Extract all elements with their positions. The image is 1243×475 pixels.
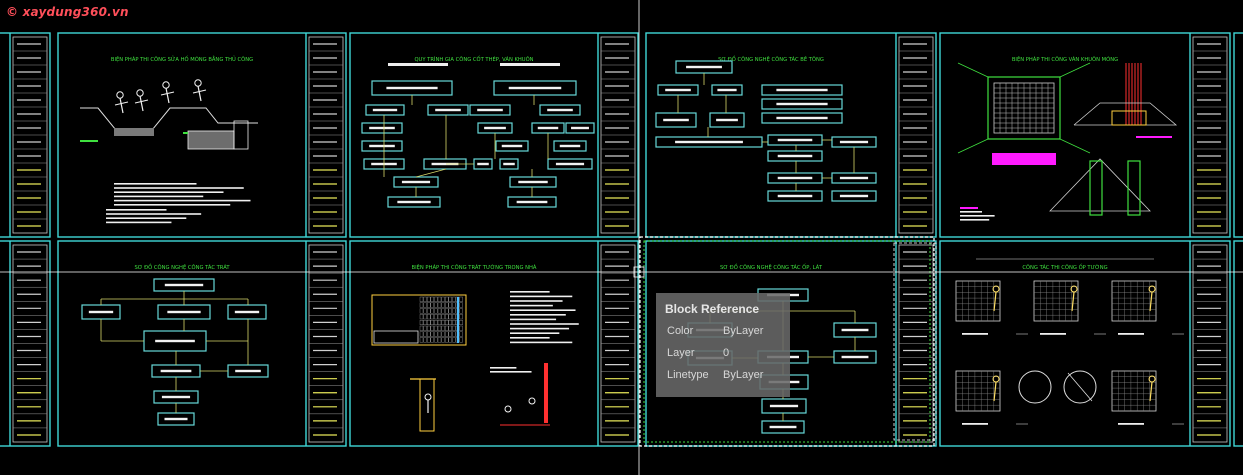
flow-block [767,190,823,202]
sheet-s4[interactable]: BIỆN PHÁP THI CÔNG VÁN KHUÔN MÓNG [939,32,1231,238]
tiling-panel [1033,280,1079,322]
sheet-title: BIỆN PHÁP THI CÔNG TRÁT TƯỜNG TRONG NHÀ [412,263,537,271]
flow-block [509,176,557,188]
flow-block [831,190,877,202]
tooltip-value: ByLayer [723,325,764,337]
sheet-title: QUY TRÌNH GIA CÔNG CỐT THÉP, VÁN KHUÔN [414,55,533,63]
flow-block [427,104,469,116]
detail-circle [1063,370,1097,404]
tiling-panel [1111,280,1157,322]
watermark-logo: © xaydung360.vn [6,5,129,19]
sheet-frame [349,32,639,238]
worker-figure [528,397,536,405]
section-outline [1049,158,1151,212]
tooltip-row-layer: Layer 0 [667,347,729,359]
tiling-panel [1111,370,1157,412]
tiling-panel [955,370,1001,412]
flow-block [499,158,519,170]
tooltip-key: Color [667,325,694,337]
flow-block [761,84,843,96]
sheet-s6[interactable]: BIỆN PHÁP THI CÔNG TRÁT TƯỜNG TRONG NHÀ [349,240,639,447]
sheet-s5[interactable]: SƠ ĐỒ CÔNG NGHỆ CÔNG TÁC TRÁT [57,240,347,447]
sheet-partial-right [1233,240,1243,447]
tooltip-key: Linetype [667,369,709,381]
sheet-partial-right [1233,32,1243,238]
sheet-title: BIỆN PHÁP THI CÔNG SỬA HỐ MÓNG BẰNG THỦ … [111,55,253,63]
sheet-title: BIỆN PHÁP THI CÔNG VÁN KHUÔN MÓNG [1012,55,1118,63]
flow-block [387,196,441,208]
tooltip-value: ByLayer [723,369,764,381]
tooltip-title: Block Reference [665,302,760,316]
flow-block [565,122,595,134]
flow-block [495,140,529,152]
connector-line [415,168,447,178]
flow-block [761,398,807,414]
pit-profile [80,107,258,136]
flow-block [655,112,697,128]
flow-block [547,158,593,170]
sheet-title: SƠ ĐỒ CÔNG NGHỆ CÔNG TÁC ỐP, LÁT [720,262,823,271]
selection-outline [639,236,935,447]
sheet-frame [57,240,347,447]
flow-block [767,150,823,162]
tiling-panel [955,280,1001,322]
sheet-partial-left [0,32,51,238]
worker-figure [504,405,512,413]
flow-block [469,104,511,116]
crosshair-pickbox [633,266,645,278]
sheet-frame [57,32,347,238]
footing-section [187,130,235,150]
sheet-partial-left [0,240,51,447]
scaffold-elevation [371,294,467,346]
tooltip-key: Layer [667,347,695,359]
flow-block [553,140,587,152]
tooltip-value: 0 [723,347,730,359]
sheet-s3[interactable]: SƠ ĐỒ CÔNG NGHỆ CÔNG TÁC BÊ TÔNG [645,32,937,238]
flow-block [493,80,577,96]
flow-block [709,112,745,128]
flow-block [365,104,405,116]
sheet-title: SƠ ĐỒ CÔNG NGHỆ CÔNG TÁC TRÁT [134,262,230,271]
sheet-title: SƠ ĐỒ CÔNG NGHỆ CÔNG TÁC BÊ TÔNG [718,54,824,63]
detail-circle [1018,370,1052,404]
formwork-plan [987,76,1061,140]
label-bar [992,153,1056,165]
flow-block [227,304,267,320]
sheet-s8[interactable]: CÔNG TÁC THI CÔNG ỐP TƯỜNG [939,240,1231,447]
flow-block [361,140,403,152]
tooltip-row-color: Color ByLayer [667,325,763,337]
pit-base [114,128,154,136]
flow-block [711,84,743,96]
wall-section [544,363,548,423]
flow-block [761,112,843,124]
sheet-title: CÔNG TÁC THI CÔNG ỐP TƯỜNG [1022,263,1107,271]
flow-block [761,98,843,110]
drawing-sheets: BIỆN PHÁP THI CÔNG SỬA HỐ MÓNG BẰNG THỦ … [0,32,1243,447]
flow-block [539,104,581,116]
sheet-s2[interactable]: QUY TRÌNH GIA CÔNG CỐT THÉP, VÁN KHUÔN [349,32,639,238]
sheet-frame [349,240,639,447]
scaffold-section [419,378,435,432]
sheet-frame [939,32,1231,238]
tooltip-row-linetype: Linetype ByLayer [667,369,763,381]
sheet-frame [939,240,1231,447]
sheet-s1[interactable]: BIỆN PHÁP THI CÔNG SỬA HỐ MÓNG BẰNG THỦ … [57,32,347,238]
flow-block [361,122,403,134]
